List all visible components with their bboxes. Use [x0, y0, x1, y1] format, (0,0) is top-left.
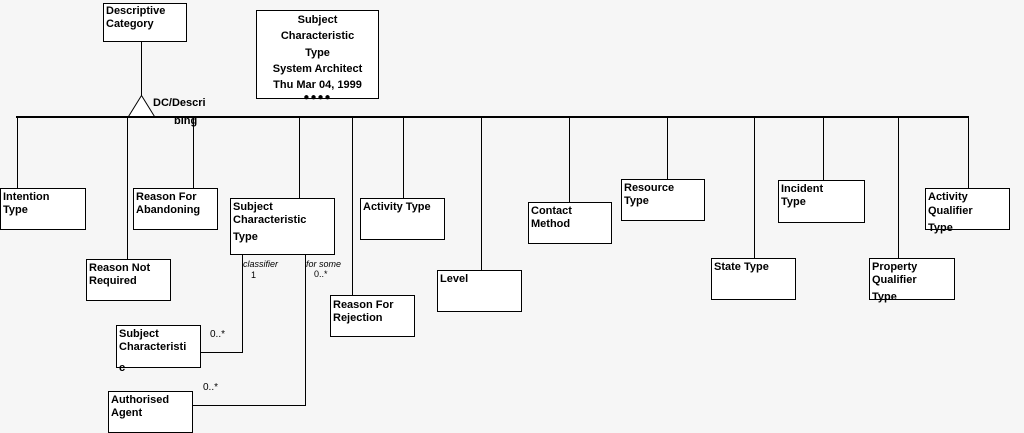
authorised-agent-multiplicity-label: 0..* [203, 382, 219, 393]
node-label-line: Abandoning [136, 204, 201, 216]
for-some-multiplicity-label: 0..* [314, 269, 328, 279]
node-label-line: Authorised [111, 394, 170, 406]
generalization-label-line1: DC/Descri [153, 97, 206, 109]
node-label-line: Required [89, 275, 137, 287]
note-date-line: Thu Mar 04, 1999 [273, 79, 362, 91]
drop-line-property-qualifier-type [898, 117, 899, 258]
node-label-line: Resource [624, 182, 675, 194]
node-label-line: Type [781, 196, 806, 208]
drop-line-contact-method [569, 117, 570, 202]
for-some-association-vertical [305, 255, 306, 406]
node-state-type[interactable]: State Type [711, 258, 796, 300]
node-label-line: Type [872, 291, 897, 303]
drop-line-reason-for-rejection [352, 117, 353, 295]
node-label-line: Characteristic [233, 214, 307, 226]
for-some-association-horizontal [193, 405, 305, 406]
node-label-line: Type [233, 231, 258, 243]
note-title-line: Subject [297, 14, 338, 26]
node-activity-type[interactable]: Activity Type [360, 198, 445, 240]
node-label-line: Subject [233, 201, 273, 213]
node-level[interactable]: Level [437, 270, 522, 312]
classifier-role-label: classifier [243, 259, 279, 269]
drop-line-level [481, 117, 482, 270]
node-label-line: Rejection [333, 312, 383, 324]
node-label-line: Activity [928, 191, 968, 203]
node-label-line: Category [106, 18, 154, 30]
node-label-line: Descriptive [106, 5, 166, 17]
subject-characteristic-multiplicity-label: 0..* [210, 329, 226, 340]
node-label-line: Activity Type [363, 201, 431, 213]
classifier-multiplicity-label: 1 [251, 270, 257, 280]
classifier-association-vertical [242, 255, 243, 352]
node-label-line: Qualifier [928, 205, 973, 217]
node-label-line: Intention [3, 191, 50, 203]
node-label-line: Qualifier [872, 274, 917, 286]
node-label-line: Contact [531, 205, 572, 217]
node-label-line: Reason Not [89, 262, 151, 274]
drop-line-incident-type [823, 117, 824, 180]
drop-line-subject-characteristic-type [299, 117, 300, 198]
drop-line-reason-not-required [127, 117, 128, 259]
classifier-association-horizontal [201, 352, 243, 353]
for-some-role-label: for some [306, 259, 342, 269]
drop-line-state-type [754, 117, 755, 258]
drop-line-intention-type [17, 117, 18, 188]
node-label-line: Level [440, 273, 469, 285]
node-label-line: Reason For [136, 191, 197, 203]
node-label-line: Property [872, 261, 918, 273]
node-label-line: Agent [111, 407, 143, 419]
drop-line-resource-type [667, 117, 668, 179]
generalization-label-line2: bing [174, 115, 198, 127]
diagram-title-note[interactable]: Subject Characteristic Type System Archi… [256, 10, 379, 103]
drop-line-activity-qualifier-type [968, 117, 969, 188]
generalization-triangle-icon [128, 95, 155, 117]
node-label-line: Subject [119, 328, 159, 340]
node-label-line: Incident [781, 183, 824, 195]
node-label-line: Type [3, 204, 28, 216]
note-dots-icon: ●●●● [303, 92, 332, 103]
node-label-line: State Type [714, 261, 769, 273]
node-label-line: Reason For [333, 299, 394, 311]
node-label-line: Characteristi [119, 341, 187, 353]
node-label-line: Type [624, 195, 649, 207]
note-title-line: Characteristic [280, 30, 355, 42]
node-label-line: Type [928, 222, 953, 234]
drop-line-reason-for-abandoning [193, 117, 194, 188]
drop-line-activity-type [403, 117, 404, 198]
parent-generalization-stub [141, 42, 142, 97]
node-label-line: Method [531, 218, 571, 230]
node-label-line: c [119, 362, 126, 374]
hierarchy-backbone [16, 116, 969, 118]
note-title-line: Type [305, 47, 330, 59]
note-author-line: System Architect [272, 63, 363, 75]
